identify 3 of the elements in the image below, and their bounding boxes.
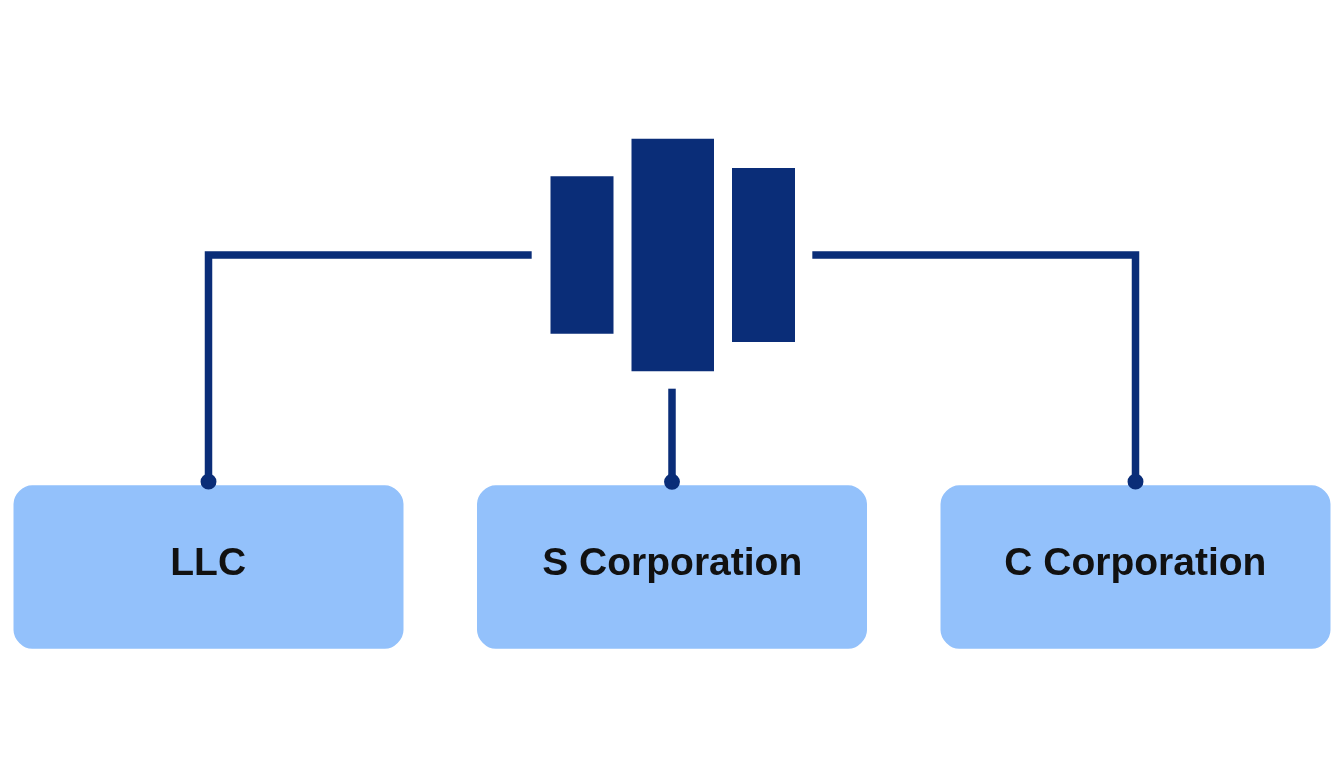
node-box: S Corporation	[477, 485, 867, 649]
node-box: LLC	[13, 485, 404, 649]
node-box: C Corporation	[940, 485, 1331, 649]
